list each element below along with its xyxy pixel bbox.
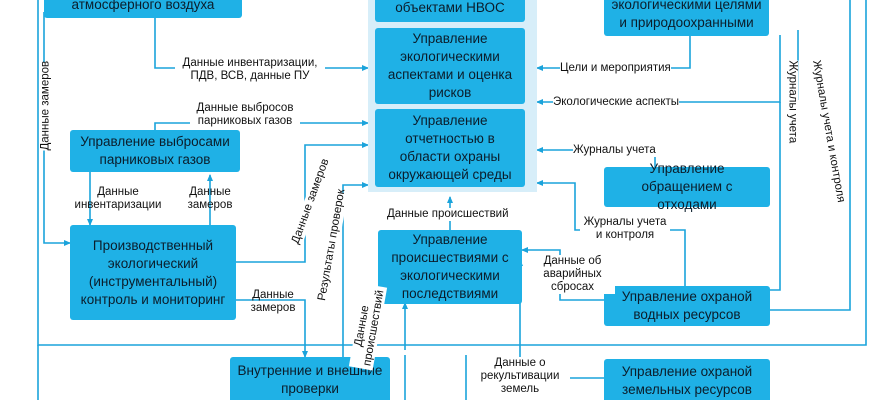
box-nvos-label: объектами НВОС [395, 0, 505, 15]
box-ghg[interactable]: Управление выбросами парниковых газов [70, 130, 240, 172]
box-incidents-label: Управление происшествиями с экологически… [391, 232, 509, 301]
label-goals-measures: Цели и мероприятия [560, 62, 671, 75]
box-audits[interactable]: Внутренние и внешние проверки [230, 357, 390, 400]
box-reporting[interactable]: Управление отчетностью в области охраны … [375, 109, 525, 187]
box-incidents[interactable]: Управление происшествиями с экологически… [378, 230, 522, 304]
label-measurement-data-left: Данные замеров [39, 60, 53, 151]
water-to-panel [536, 180, 686, 286]
box-land-label: Управление охраной земельных ресурсов [621, 364, 753, 397]
box-goals-label: экологическими целями и природоохранными [611, 0, 762, 30]
box-aspects-label: Управление экологическими аспектами и оц… [387, 31, 513, 100]
label-inventory-short: Данные инвентаризации [74, 186, 162, 211]
box-nvos[interactable]: объектами НВОС [375, 0, 525, 22]
label-measurement-data: Данные замеров [187, 186, 233, 211]
right-vertical-2 [770, 0, 851, 311]
box-waste-label: Управление обращением с отходами [641, 161, 733, 212]
box-air[interactable]: атмосферного воздуха [44, 0, 242, 18]
label-incident-data: Данные происшествий [387, 208, 509, 221]
box-air-label: атмосферного воздуха [71, 0, 215, 12]
box-audits-label: Внутренние и внешние проверки [237, 363, 383, 396]
label-reclamation: Данные о рекультивации земель [470, 357, 570, 396]
label-eco-aspects: Экологические аспекты [553, 96, 680, 109]
label-inventory-data: Данные инвентаризации, ПДВ, ВСВ, данные … [175, 57, 325, 83]
label-emergency-discharges: Данные об аварийных сбросах [530, 255, 615, 294]
box-aspects[interactable]: Управление экологическими аспектами и оц… [375, 28, 525, 104]
label-journals-v: Журналы учета [785, 60, 799, 144]
box-waste[interactable]: Управление обращением с отходами [604, 161, 770, 212]
right-vertical-1 [770, 102, 781, 291]
box-water-label: Управление охраной водных ресурсов [621, 289, 753, 322]
audits-to-panel [342, 182, 369, 357]
box-monitoring[interactable]: Производственный экологический (инструме… [70, 225, 236, 320]
label-measurement-data-bottom: Данные замеров [250, 289, 296, 314]
label-waste-journals: Журналы учета [573, 144, 656, 157]
box-water[interactable]: Управление охраной водных ресурсов [604, 286, 770, 326]
monitoring-to-audits [236, 299, 308, 358]
box-monitoring-label: Производственный экологический (инструме… [80, 237, 226, 307]
box-land[interactable]: Управление охраной земельных ресурсов [604, 359, 770, 400]
left-outer-line [37, 0, 867, 346]
box-goals[interactable]: экологическими целями и природоохранными [604, 0, 769, 36]
box-reporting-label: Управление отчетностью в области охраны … [388, 113, 512, 182]
label-journals-control: Журналы учета и контроля [580, 216, 670, 242]
box-ghg-label: Управление выбросами парниковых газов [80, 134, 230, 167]
label-ghg-emission-data: Данные выбросов парниковых газов [190, 102, 300, 128]
